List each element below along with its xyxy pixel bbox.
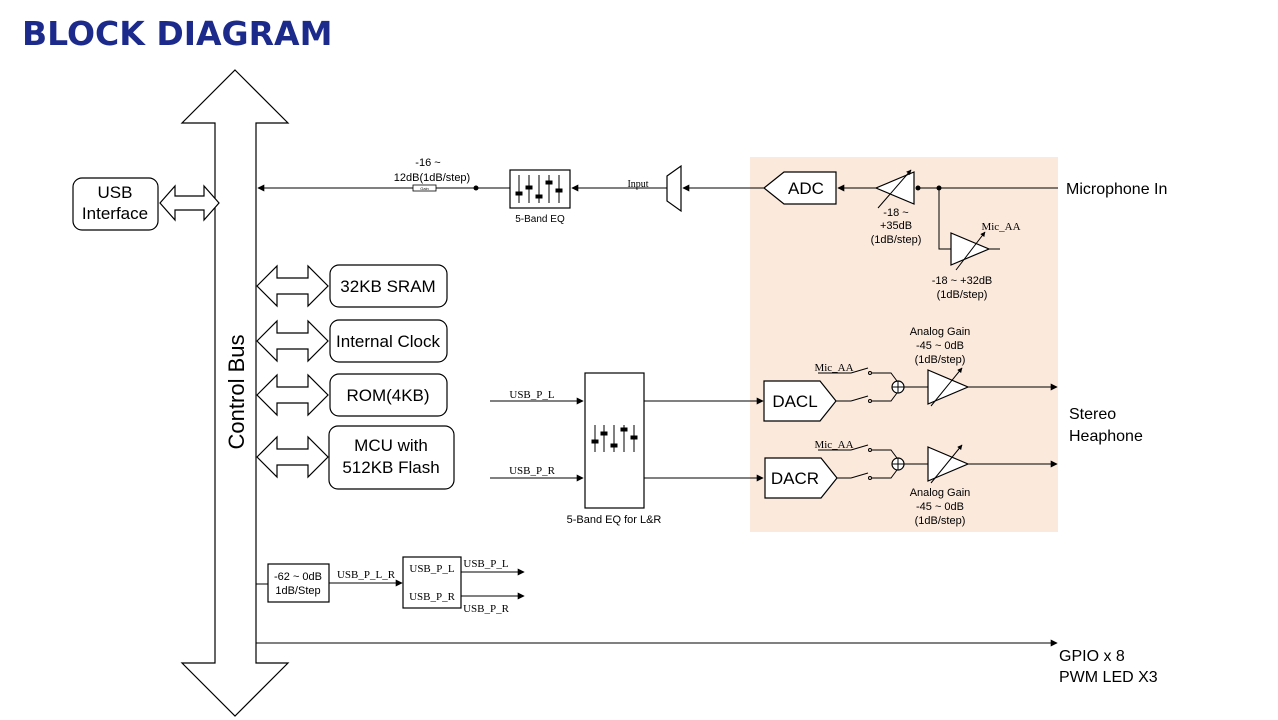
- pga2-range-line2: (1dB/step): [937, 289, 988, 301]
- gain-block-label: Gain: [420, 186, 428, 191]
- pga1-range-line3: (1dB/step): [871, 234, 922, 246]
- usb-split-r-label: USB_P_R: [409, 591, 456, 603]
- amp-r-variable-arrow: [930, 444, 963, 484]
- input-eq-slider-icon: [515, 175, 563, 203]
- usb-lr-label: USB_P_L_R: [337, 569, 396, 581]
- usb-interface-line2: Interface: [82, 204, 148, 223]
- rom-double-arrow: [256, 373, 329, 417]
- dacr-label: DACR: [771, 469, 819, 488]
- gain-block: [412, 184, 437, 192]
- amp-l-variable-arrow: [930, 367, 963, 407]
- eq-in-l-label: USB_P_L: [509, 389, 555, 401]
- usb-split-l-label: USB_P_L: [409, 563, 455, 575]
- stereo-label-line2: Heaphone: [1069, 428, 1143, 445]
- amp-r-triangle: [927, 446, 970, 482]
- stereo-label-line1: Stereo: [1069, 406, 1116, 423]
- sram-block: [329, 264, 448, 308]
- mic-aa-l-label: Mic_AA: [814, 362, 853, 374]
- eq-lr-label: 5-Band EQ for L&R: [567, 514, 662, 526]
- usb-split-block: [402, 556, 462, 609]
- usb-bus-double-arrow: [159, 184, 220, 222]
- switch-contact: [868, 448, 872, 452]
- switch-contact: [868, 476, 872, 480]
- ag-bot-line1: Analog Gain: [910, 487, 971, 499]
- input-label: Input: [627, 179, 648, 190]
- mcu-double-arrow: [256, 435, 329, 479]
- dacl-block: [763, 380, 837, 422]
- adc-label: ADC: [788, 179, 824, 198]
- rom-label: ROM(4KB): [346, 386, 429, 405]
- pga1-range-line2: +35dB: [880, 220, 912, 232]
- mic-aa-r-to-sum: [872, 449, 898, 459]
- input-gain-step: 12dB(1dB/step): [394, 172, 470, 184]
- mcu-block: [328, 425, 455, 490]
- rom-block: [329, 373, 448, 417]
- mic-aa-pga-triangle: [950, 232, 991, 266]
- pga2-variable-arrow: [955, 231, 986, 271]
- dacl-switch: [850, 395, 869, 402]
- dacl-label: DACL: [772, 392, 817, 411]
- clock-block: [329, 319, 448, 363]
- control-bus-arrow: [180, 69, 290, 717]
- ag-top-line2: -45 ~ 0dB: [916, 340, 964, 352]
- switch-contact: [868, 371, 872, 375]
- input-gain-range: -16 ~: [415, 157, 440, 169]
- amp-l-triangle: [927, 369, 970, 405]
- mic-aa-r-switch: [850, 444, 869, 451]
- eq-lr-slider-icon: [591, 425, 638, 452]
- dacr-switch: [850, 472, 869, 479]
- usb-out-l-label: USB_P_L: [463, 558, 509, 570]
- usb-out-r-label: USB_P_R: [463, 603, 510, 615]
- input-mux: [666, 164, 682, 213]
- dacr-to-sum: [872, 469, 898, 479]
- mic-aa-r-label: Mic_AA: [814, 439, 853, 451]
- mic-aa-feed-line: [938, 188, 951, 250]
- adc-block: [763, 171, 837, 205]
- mic-aa-l-to-sum: [872, 372, 898, 382]
- usb-interface-block: [72, 177, 159, 231]
- switch-contact: [868, 399, 872, 403]
- input-eq-label: 5-Band EQ: [515, 214, 565, 225]
- dacl-to-sum: [872, 392, 898, 402]
- usb-volume-range: -62 ~ 0dB: [274, 571, 322, 583]
- usb-volume-step: 1dB/Step: [275, 585, 320, 597]
- eq-in-r-label: USB_P_R: [509, 465, 556, 477]
- usb-interface-line1: USB: [98, 183, 133, 202]
- junction-dot: [473, 185, 479, 191]
- sram-double-arrow: [256, 264, 329, 308]
- control-bus-label: Control Bus: [224, 335, 249, 450]
- ag-top-line1: Analog Gain: [910, 326, 971, 338]
- page-title: BLOCK DIAGRAM: [22, 14, 332, 53]
- ag-bot-line3: (1dB/step): [915, 515, 966, 527]
- sram-label: 32KB SRAM: [340, 277, 435, 296]
- gpio-label-line2: PWM LED X3: [1059, 669, 1158, 686]
- ag-top-line3: (1dB/step): [915, 354, 966, 366]
- mic-aa-l-switch: [850, 367, 869, 374]
- pga2-range-line1: -18 ~ +32dB: [932, 275, 993, 287]
- clock-double-arrow: [256, 319, 329, 363]
- clock-label: Internal Clock: [336, 332, 440, 351]
- mcu-label-line2: 512KB Flash: [342, 458, 439, 477]
- dacr-block: [764, 457, 838, 499]
- gpio-label-line1: GPIO x 8: [1059, 648, 1125, 665]
- mic-aa-label: Mic_AA: [981, 221, 1020, 233]
- ag-bot-line2: -45 ~ 0dB: [916, 501, 964, 513]
- mic-in-label: Microphone In: [1066, 181, 1167, 198]
- mcu-label-line1: MCU with: [354, 436, 428, 455]
- pga1-range-line1: -18 ~: [883, 207, 908, 219]
- pga1-variable-arrow: [877, 169, 912, 209]
- usb-volume-block: [267, 563, 330, 603]
- mic-junction-dot-2: [915, 185, 921, 191]
